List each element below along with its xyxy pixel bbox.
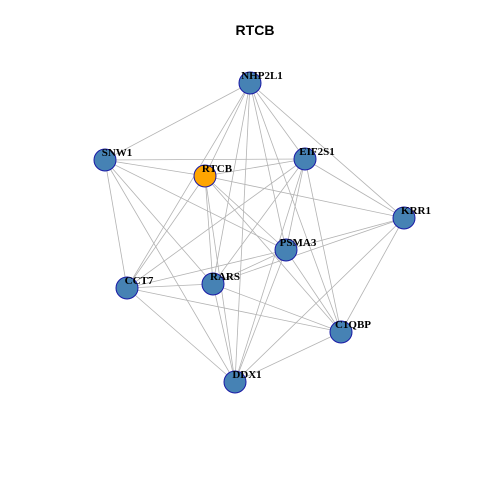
node-snw1[interactable] <box>93 148 117 172</box>
node-label-eif2s1: EIF2S1 <box>299 146 334 158</box>
node-label-snw1: SNW1 <box>102 147 133 159</box>
node-psma3[interactable] <box>274 238 298 262</box>
edge-nhp2l1-rars <box>212 82 251 285</box>
edge-rars-ddx1 <box>212 283 236 383</box>
edge-rtcb-rars <box>204 175 214 285</box>
node-layer <box>93 71 416 394</box>
edge-rtcb-eif2s1 <box>204 158 306 177</box>
edge-cct7-rars <box>126 283 214 289</box>
edge-krr1-rars <box>212 217 405 285</box>
node-c1qbp[interactable] <box>329 320 353 344</box>
edge-eif2s1-krr1 <box>304 158 405 219</box>
edge-nhp2l1-ddx1 <box>234 82 251 383</box>
edge-krr1-psma3 <box>285 217 405 251</box>
node-nhp2l1[interactable] <box>238 71 262 95</box>
node-label-rars: RARS <box>210 271 240 283</box>
edge-snw1-rars <box>104 159 214 285</box>
edge-snw1-psma3 <box>104 159 287 251</box>
edge-nhp2l1-rtcb <box>204 82 251 177</box>
node-eif2s1[interactable] <box>293 147 317 171</box>
edge-rtcb-psma3 <box>204 175 287 251</box>
edge-snw1-ddx1 <box>104 159 236 383</box>
node-ddx1[interactable] <box>223 370 247 394</box>
edge-eif2s1-cct7 <box>126 158 306 289</box>
edge-psma3-c1qbp <box>285 249 342 333</box>
edge-psma3-cct7 <box>126 249 287 289</box>
node-label-psma3: PSMA3 <box>280 237 317 249</box>
node-label-krr1: KRR1 <box>401 205 431 217</box>
edge-snw1-cct7 <box>104 159 128 289</box>
edge-nhp2l1-c1qbp <box>249 82 342 333</box>
node-label-c1qbp: C1QBP <box>335 319 371 331</box>
node-label-ddx1: DDX1 <box>232 369 261 381</box>
diagram-title: RTCB <box>236 22 275 38</box>
edge-rars-c1qbp <box>212 283 342 333</box>
edge-nhp2l1-snw1 <box>104 82 251 161</box>
edge-nhp2l1-psma3 <box>249 82 287 251</box>
edge-rtcb-cct7 <box>126 175 206 289</box>
edge-rtcb-krr1 <box>204 175 405 219</box>
edge-cct7-ddx1 <box>126 287 236 383</box>
node-rtcb[interactable] <box>193 164 217 188</box>
edge-eif2s1-psma3 <box>285 158 306 251</box>
node-label-rtcb: RTCB <box>202 163 233 175</box>
edge-eif2s1-rars <box>212 158 306 285</box>
node-label-nhp2l1: NHP2L1 <box>241 70 283 82</box>
edge-rtcb-c1qbp <box>204 175 342 333</box>
edge-layer <box>104 82 405 383</box>
edge-psma3-ddx1 <box>234 249 287 383</box>
edge-nhp2l1-cct7 <box>126 82 251 289</box>
node-krr1[interactable] <box>392 206 416 230</box>
edge-eif2s1-ddx1 <box>234 158 306 383</box>
node-label-cct7: CCT7 <box>125 275 154 287</box>
edge-snw1-rtcb <box>104 159 206 177</box>
edge-nhp2l1-eif2s1 <box>249 82 306 160</box>
node-rars[interactable] <box>201 272 225 296</box>
edge-snw1-eif2s1 <box>104 158 306 161</box>
edge-nhp2l1-krr1 <box>249 82 405 219</box>
edge-eif2s1-c1qbp <box>304 158 342 333</box>
node-cct7[interactable] <box>115 276 139 300</box>
edge-krr1-c1qbp <box>340 217 405 333</box>
edge-c1qbp-ddx1 <box>234 331 342 383</box>
edge-psma3-rars <box>212 249 287 285</box>
edge-cct7-c1qbp <box>126 287 342 333</box>
